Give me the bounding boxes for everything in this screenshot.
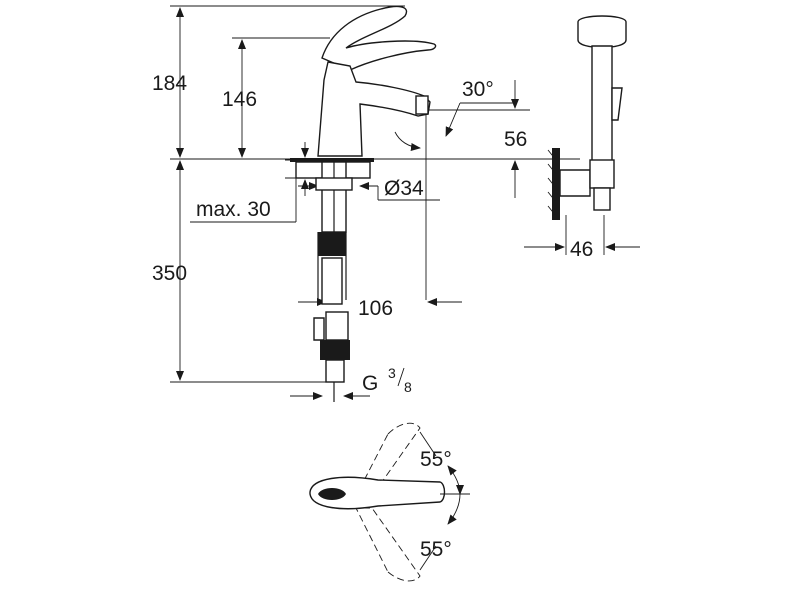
label-height-total: 184 bbox=[152, 72, 187, 95]
hand-shower-side-view bbox=[547, 15, 627, 220]
label-thread-num: 3 bbox=[388, 365, 396, 381]
label-lever-angle-bottom: 55° bbox=[420, 538, 452, 561]
label-height-spout: 146 bbox=[222, 88, 257, 111]
label-max-thickness: max. 30 bbox=[196, 198, 271, 221]
label-lever-angle-top: 55° bbox=[420, 448, 452, 471]
lever-top-view bbox=[309, 422, 470, 582]
dimension-labels: 184 146 30° 56 Ø34 max. 30 350 106 G 3 8… bbox=[152, 72, 593, 561]
dimension-lines bbox=[170, 5, 640, 400]
label-thread-den: 8 bbox=[404, 379, 412, 395]
label-spout-angle: 30° bbox=[462, 78, 494, 101]
label-hole-diameter: Ø34 bbox=[384, 177, 424, 200]
label-thread-letter: G bbox=[362, 372, 378, 395]
label-spout-height: 56 bbox=[504, 128, 527, 151]
label-spout-projection: 106 bbox=[358, 297, 393, 320]
label-shower-depth: 46 bbox=[570, 238, 593, 261]
label-hose-length: 350 bbox=[152, 262, 187, 285]
faucet-side-view bbox=[290, 5, 437, 402]
